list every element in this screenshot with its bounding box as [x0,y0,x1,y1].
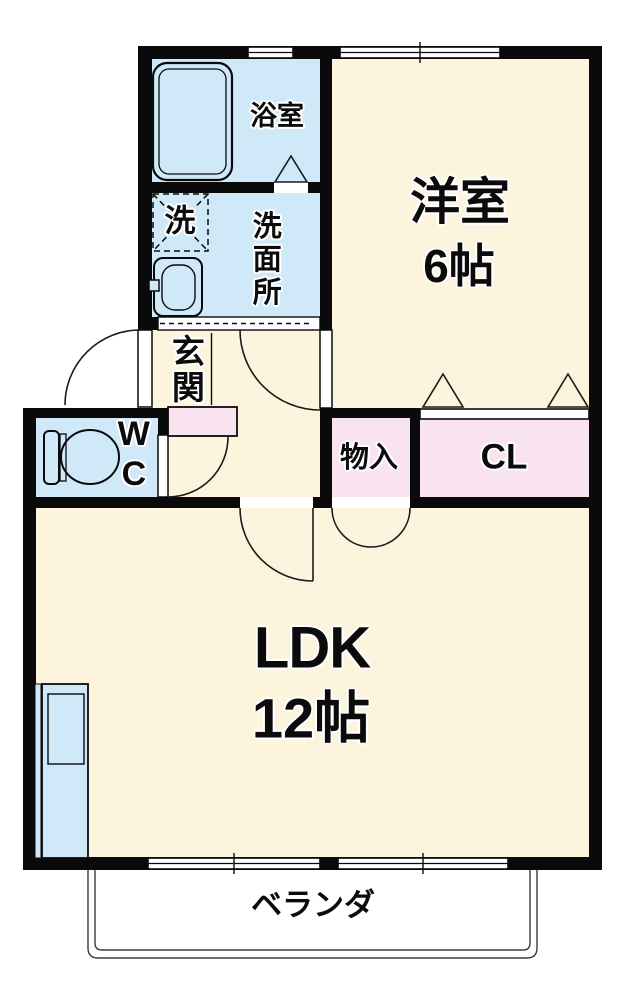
door-swings [64,154,590,582]
storage-door-right-swing [370,507,411,548]
western-room-floor [332,59,589,408]
closet-floor [420,419,589,497]
wall-washroom-hall-end [152,317,158,330]
bathroom-doorway [274,182,308,193]
toilet-door-leaf [157,434,169,498]
toilet-door-swing [167,436,229,498]
bathtub [151,61,234,182]
label-storage: 物入 [339,441,399,474]
label-closet: CL [480,437,528,477]
label-ldk: LDK [253,615,371,681]
closet-folding-track [419,408,590,420]
label-bathroom: 浴室 [250,100,304,131]
label-entrance: 玄関 [167,334,205,406]
entrance-door-swing [64,329,141,406]
fixtures [34,61,238,859]
wall-storage-right [410,408,420,508]
wall-ldk-north-right [410,497,602,508]
storage-floor [332,418,410,497]
washroom-floor [152,193,320,317]
shoe-cabinet [167,406,238,437]
western-room-door-swing [239,329,321,411]
wash-basin [148,257,203,317]
closet-door-triangle-left [421,372,465,408]
closet-door-triangle-right [546,372,590,408]
wall-bath-washroom [152,182,320,193]
veranda-outline [87,870,538,959]
wall-left-upper [138,46,152,330]
label-toilet: WC [114,415,153,495]
wall-right [589,46,602,870]
wall-storage-left [320,408,332,508]
storage-door-left-swing [331,507,372,548]
ldk-door-swing [239,507,314,582]
bathtub-inner [158,68,227,175]
openings [137,42,590,874]
wall-toilet-top [23,408,168,418]
wall-ldk-north-mid [313,497,320,508]
washing-machine-pan [152,193,209,252]
wall-toilet-doorjamb [158,418,168,435]
western-room-doorway [319,329,333,409]
storage-doorway [332,497,410,508]
ldk-doorway [240,497,313,508]
wall-ldk-north-left [23,497,240,508]
label-ldk-size: 12帖 [251,686,371,750]
label-washroom: 洗面所 [248,210,281,310]
windows [147,42,509,874]
wall-left-lower [23,408,36,870]
label-western-room-size: 6帖 [423,239,495,292]
kitchen-sink [47,693,85,765]
toilet-fixture [43,429,120,485]
wall-storage-top [320,408,420,418]
room-floors [36,59,589,857]
washroom-opening [157,316,321,331]
label-veranda: ベランダ [251,887,375,923]
wall-bath-western [320,46,332,330]
bathroom-door-triangle [273,154,309,183]
label-western-room: 洋室 [410,173,510,230]
kitchen-counter [34,683,89,859]
entrance-door-leaf [137,329,153,408]
label-laundry: 洗 [164,203,196,239]
